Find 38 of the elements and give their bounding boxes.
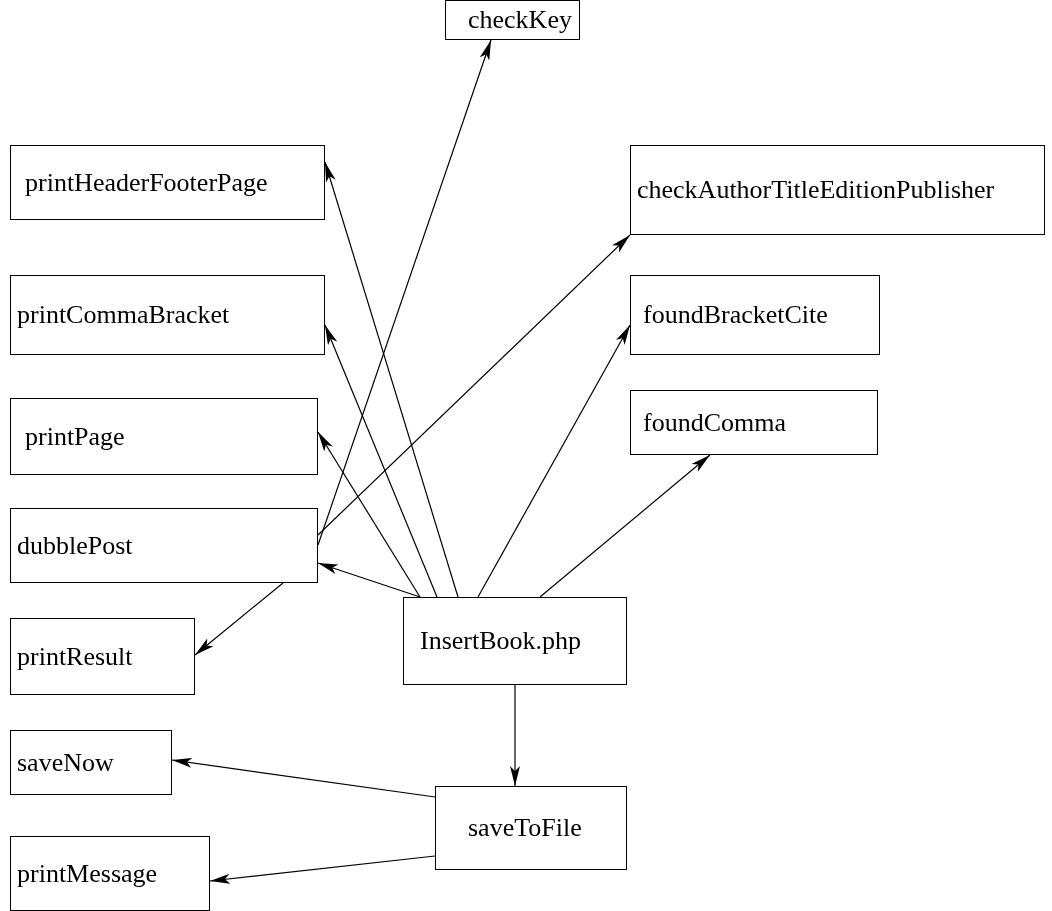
function-box — [10, 275, 325, 355]
function-name: dubblePost — [17, 530, 133, 561]
function-name: checkKey — [468, 5, 572, 35]
arrow — [510, 684, 520, 787]
arrow — [317, 562, 421, 598]
function-box — [10, 145, 325, 220]
function-box — [445, 0, 580, 40]
function-name: foundBracketCite — [643, 300, 828, 330]
function-box — [403, 597, 627, 685]
function-name: saveNow — [17, 747, 114, 778]
function-name: InsertBook.php — [420, 626, 582, 656]
arrow — [324, 324, 438, 598]
function-name: printHeaderFooterPage — [25, 167, 268, 198]
function-name: foundComma — [643, 407, 786, 438]
function-box — [435, 786, 627, 870]
function-name: printCommaBracket — [17, 300, 230, 330]
arrow — [477, 324, 631, 598]
function-name: saveToFile — [468, 813, 582, 843]
arrow — [194, 582, 284, 656]
function-box — [630, 390, 878, 455]
function-name: printMessage — [17, 858, 158, 889]
function-name: printResult — [17, 641, 133, 672]
function-box — [10, 398, 318, 475]
arrow — [317, 234, 631, 536]
function-name: checkAuthorTitleEditionPublisher — [637, 175, 995, 205]
function-box — [10, 508, 318, 583]
function-box — [630, 145, 1045, 235]
arrow — [209, 855, 436, 884]
function-box — [10, 836, 210, 911]
function-box — [10, 618, 195, 695]
arrow — [539, 454, 711, 598]
arrow — [317, 431, 421, 598]
arrow — [317, 39, 492, 546]
function-box — [10, 730, 172, 795]
arrow — [171, 757, 436, 798]
function-box — [630, 275, 880, 355]
arrow — [324, 161, 459, 598]
function-name: printPage — [25, 421, 125, 452]
